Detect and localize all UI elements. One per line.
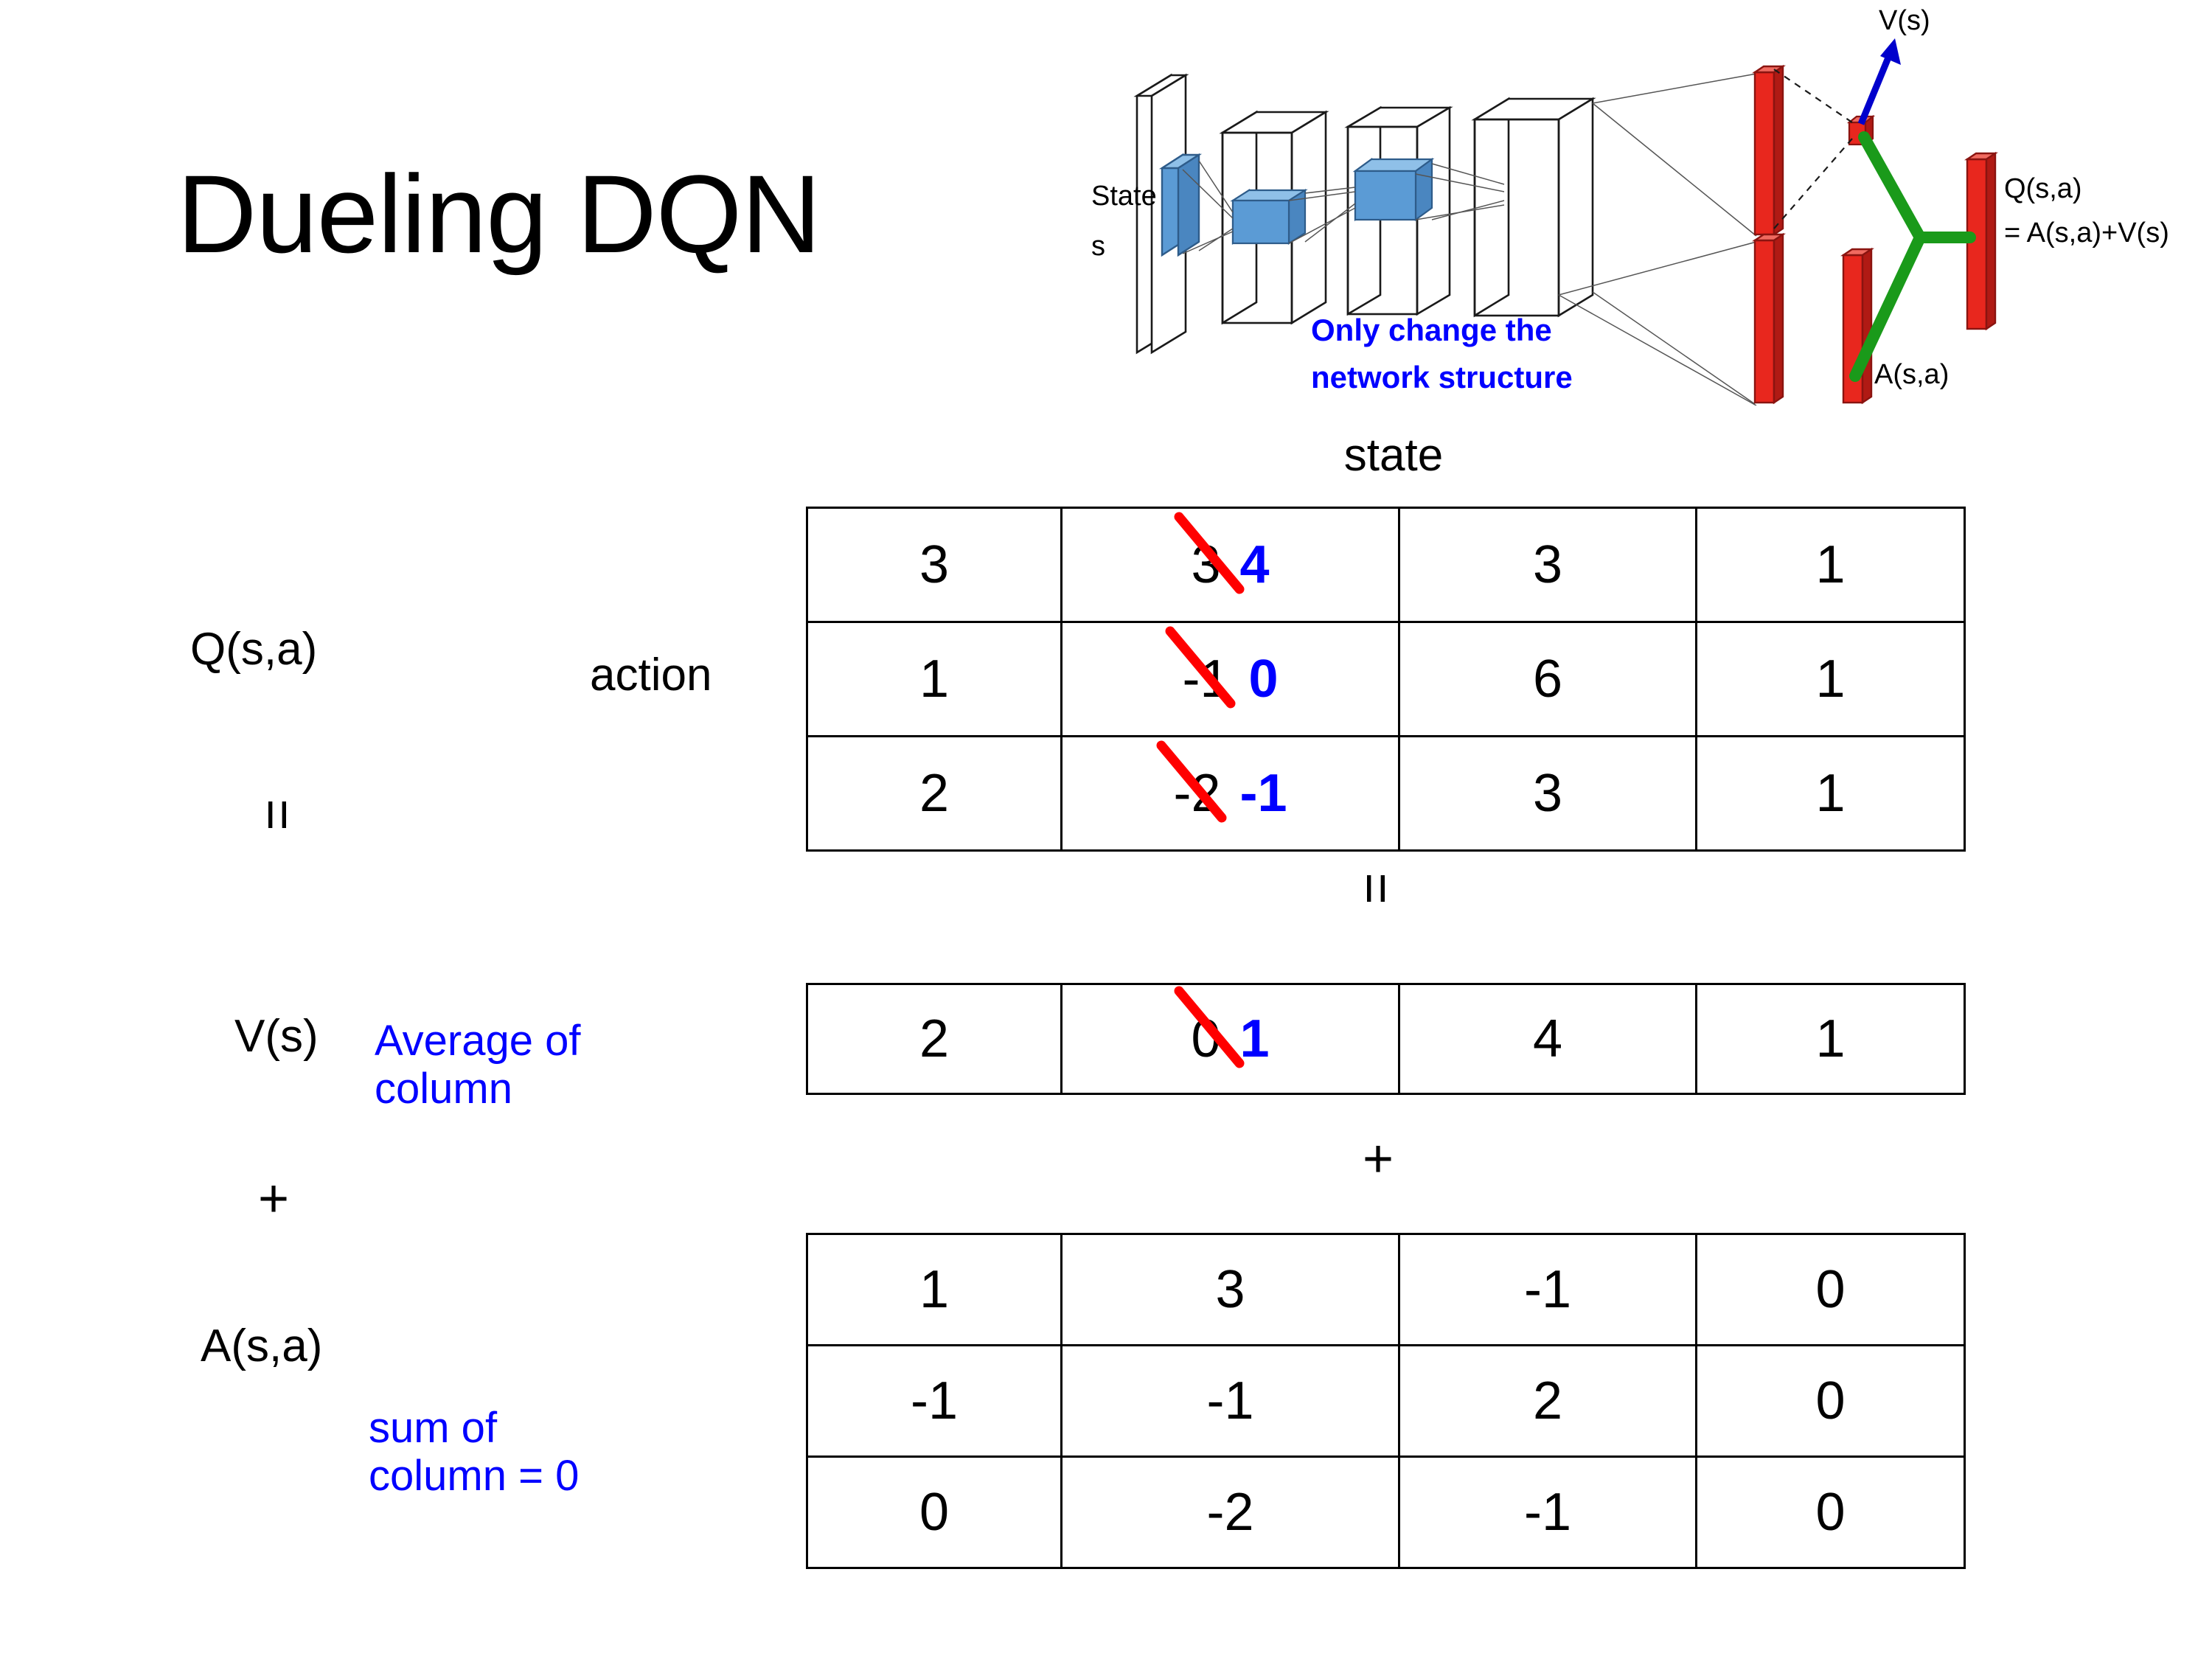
edited-value-group: -2-1 <box>1156 740 1287 824</box>
a-function-label: A(s,a) <box>201 1321 323 1371</box>
table-cell: 3 <box>1398 735 1697 852</box>
diagram-state-label-2: s <box>1091 231 1105 262</box>
dueling-network-diagram: V(s) A(s,a) Q(s,a) = A(s,a)+V(s) State s… <box>1091 7 2205 406</box>
table-cell: 6 <box>1398 621 1697 737</box>
diagram-note-line-1: Only change the <box>1311 313 1552 347</box>
table-cell: 0 <box>1695 1455 1966 1569</box>
equals-glyph: = <box>247 799 309 831</box>
state-axis-label: state <box>1343 430 1444 481</box>
equals-sign-left: = <box>248 787 309 842</box>
table-cell: 1 <box>1695 983 1966 1095</box>
average-note-line-2: column <box>375 1064 512 1113</box>
average-note-line-1: Average of <box>375 1017 581 1065</box>
v-function-label: V(s) <box>234 1011 319 1062</box>
struck-old-value: 3 <box>1174 512 1245 595</box>
sum-note-line-2: column = 0 <box>369 1451 580 1500</box>
table-cell: 3 <box>806 507 1062 623</box>
sum-note-line-1: sum of <box>369 1404 498 1452</box>
struck-old-value: -2 <box>1156 740 1227 824</box>
table-cell: 0 <box>1695 1233 1966 1346</box>
struck-old-value: 0 <box>1174 986 1245 1069</box>
diagram-a-label: A(s,a) <box>1874 359 1949 390</box>
equals-glyph-middle: = <box>1346 872 1408 905</box>
diagram-v-label: V(s) <box>1879 7 1930 36</box>
diagram-q-label-1: Q(s,a) <box>2004 173 2082 204</box>
new-value: 4 <box>1239 535 1270 594</box>
table-cell: 1 <box>1695 735 1966 852</box>
table-cell: 4 <box>1398 983 1697 1095</box>
table-cell: 1 <box>806 1233 1062 1346</box>
table-cell: -1 <box>1398 1233 1697 1346</box>
table-cell: 1 <box>806 621 1062 737</box>
table-cell: -1 <box>806 1344 1062 1458</box>
table-cell: -2 <box>1060 1455 1400 1569</box>
table-cell: 2 <box>1398 1344 1697 1458</box>
new-value: 0 <box>1248 650 1279 709</box>
diagram-state-label-1: State <box>1091 181 1157 212</box>
diagram-q-label-2: = A(s,a)+V(s) <box>2004 218 2169 248</box>
action-axis-label: action <box>590 650 712 700</box>
table-cell: -1 <box>1398 1455 1697 1569</box>
page-title: Dueling DQN <box>177 152 821 276</box>
average-of-column-note: Average of column <box>375 1017 581 1113</box>
table-cell: 1 <box>1695 507 1966 623</box>
table-cell: 2 <box>806 983 1062 1095</box>
equals-sign-middle: = <box>1346 861 1408 916</box>
table-cell: 0 <box>806 1455 1062 1569</box>
table-cell: 0 <box>1695 1344 1966 1458</box>
table-cell: 1 <box>1695 621 1966 737</box>
struck-old-value: -1 <box>1165 626 1236 709</box>
new-value: -1 <box>1239 764 1287 823</box>
plus-sign-middle: + <box>1363 1130 1394 1189</box>
table-cell: -1 <box>1060 1344 1400 1458</box>
table-cell: 3 <box>1398 507 1697 623</box>
sum-of-column-note: sum of column = 0 <box>369 1404 580 1500</box>
new-value: 1 <box>1239 1009 1270 1068</box>
table-cell: 2 <box>806 735 1062 852</box>
table-cell: 3 <box>1060 1233 1400 1346</box>
diagram-note-line-2: network structure <box>1311 360 1573 394</box>
table-cell-edited: -2-1 <box>1060 735 1400 852</box>
plus-sign-left: + <box>258 1169 290 1228</box>
q-function-label: Q(s,a) <box>190 624 318 675</box>
